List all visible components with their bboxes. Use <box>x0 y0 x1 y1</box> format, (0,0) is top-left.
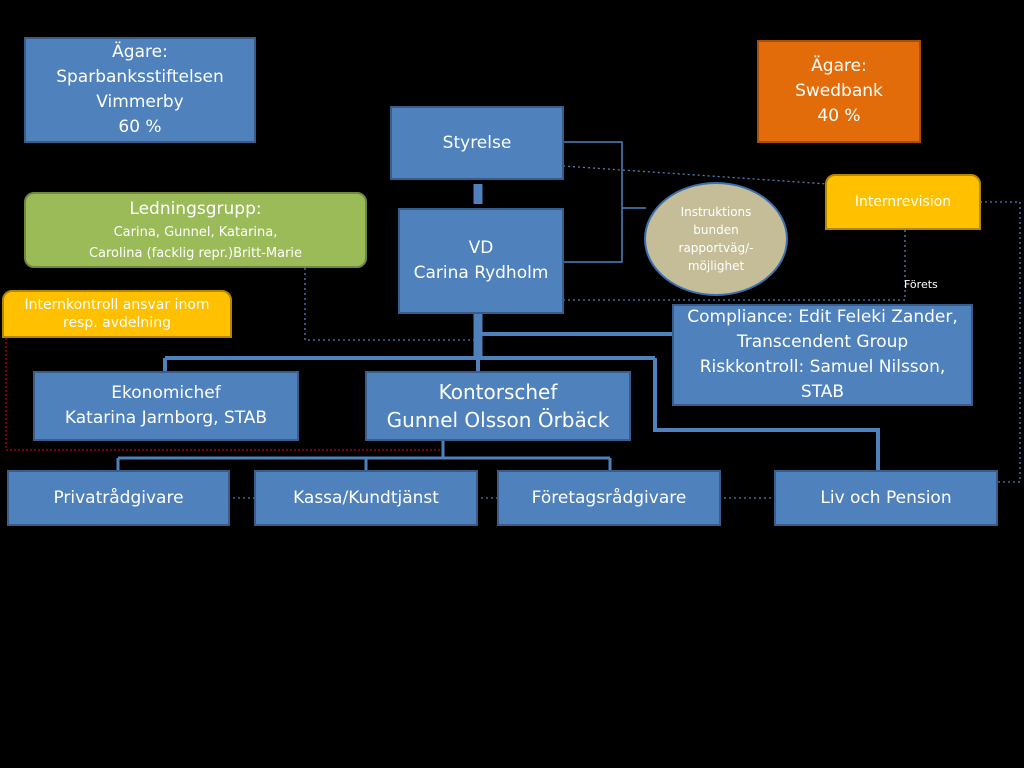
ceo-name: Carina Rydholm <box>413 263 549 283</box>
ceo-title: VD <box>468 238 494 258</box>
business-advisors-label: Företagsrådgivare <box>531 487 687 508</box>
owner-left-name-line1: Sparbanksstiftelsen <box>56 67 224 87</box>
internal-audit-label: Internrevision <box>854 194 952 210</box>
ceo-box: VD Carina Rydholm <box>398 208 564 314</box>
business-advisors-box: Företagsrådgivare <box>497 470 721 526</box>
instructions-oval: Instruktions bunden rapportväg/- möjligh… <box>644 182 788 296</box>
compliance-line4: STAB <box>800 382 845 402</box>
management-dotted <box>304 268 478 341</box>
finance-box: Ekonomichef Katarina Jarnborg, STAB <box>33 371 299 441</box>
life-pension-box: Liv och Pension <box>774 470 998 526</box>
management-members-line1: Carina, Gunnel, Katarina, <box>113 224 278 240</box>
internal-control-dotted <box>5 338 440 451</box>
office-title: Kontorschef <box>438 380 558 404</box>
internal-control-line2: resp. avdelning <box>63 315 171 331</box>
owner-right-name: Swedbank <box>795 81 883 101</box>
cashier-service-box: Kassa/Kundtjänst <box>254 470 478 526</box>
pension-connector <box>653 358 880 472</box>
board-ceo-bracket <box>563 141 623 263</box>
private-advisors-box: Privatrådgivare <box>7 470 230 526</box>
owner-left-share: 60 % <box>118 117 162 137</box>
finance-name: Katarina Jarnborg, STAB <box>64 408 268 428</box>
instructions-line2: bunden <box>693 223 739 237</box>
compliance-line1: Compliance: Edit Feleki Zander, <box>687 307 958 327</box>
private-advisors-label: Privatrådgivare <box>53 487 184 508</box>
owner-sparbanksstiftelsen-box: Ägare: Sparbanksstiftelsen Vimmerby 60 % <box>24 37 256 143</box>
audit-note: Förets <box>904 278 938 291</box>
owner-right-title: Ägare: <box>811 56 867 76</box>
management-members-line2: Carolina (facklig repr.)Britt-Marie <box>88 245 303 261</box>
instructions-line1: Instruktions <box>680 205 752 219</box>
board-audit-dotted <box>562 165 829 185</box>
owner-right-share: 40 % <box>817 106 861 126</box>
compliance-line3: Riskkontroll: Samuel Nilsson, <box>699 357 946 377</box>
management-group-box: Ledningsgrupp: Carina, Gunnel, Katarina,… <box>24 192 367 268</box>
office-name: Gunnel Olsson Örbäck <box>386 408 610 432</box>
compliance-box: Compliance: Edit Feleki Zander, Transcen… <box>672 304 973 406</box>
owner-left-name-line2: Vimmerby <box>96 92 184 112</box>
office-manager-box: Kontorschef Gunnel Olsson Örbäck <box>365 371 631 441</box>
internal-control-line1: Internkontroll ansvar inom <box>24 297 210 313</box>
management-title: Ledningsgrupp: <box>129 198 262 219</box>
audit-ceo-dotted <box>563 230 906 301</box>
instructions-line3: rapportväg/- <box>678 241 754 255</box>
finance-title: Ekonomichef <box>111 383 221 403</box>
audit-pension-dotted <box>980 201 1021 483</box>
life-pension-label: Liv och Pension <box>820 487 952 508</box>
compliance-line2: Transcendent Group <box>736 332 909 352</box>
board-box: Styrelse <box>390 106 564 180</box>
owner-swedbank-box: Ägare: Swedbank 40 % <box>757 40 921 143</box>
internal-control-box: Internkontroll ansvar inom resp. avdelni… <box>2 290 232 338</box>
owner-left-title: Ägare: <box>112 42 168 62</box>
cashier-service-label: Kassa/Kundtjänst <box>293 487 439 508</box>
instructions-line4: möjlighet <box>687 259 745 273</box>
internal-audit-box: Internrevision <box>825 174 981 230</box>
board-label: Styrelse <box>442 132 512 153</box>
